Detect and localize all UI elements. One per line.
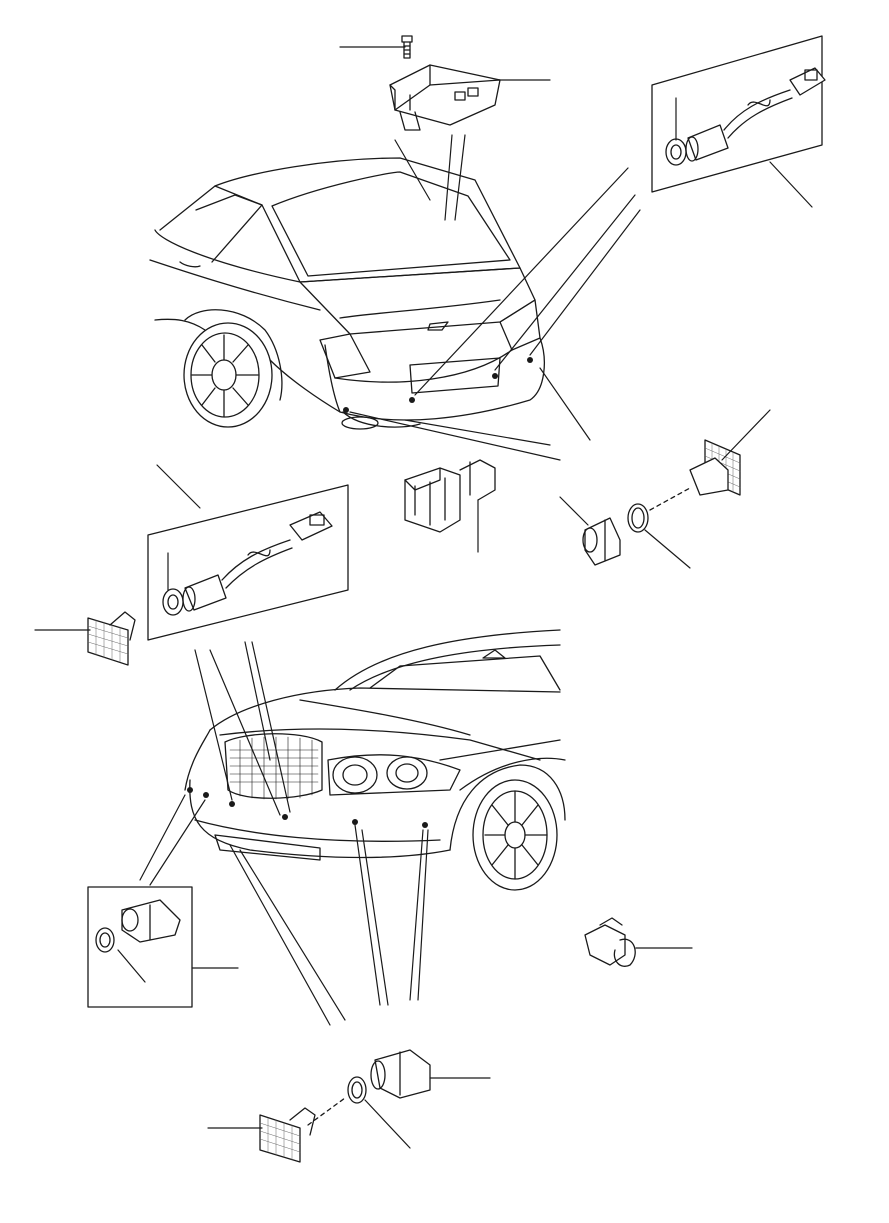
ultrasonic-sensor-icon — [370, 1049, 431, 1099]
front-vehicle-illustration — [184, 629, 566, 891]
parking-aid-control-module-icon — [389, 64, 501, 131]
o-ring-icon — [627, 503, 649, 533]
bracket-icon — [404, 459, 496, 533]
sensor-with-harness-icon — [162, 511, 333, 616]
front-sensor-locations — [187, 787, 428, 828]
clip-icon — [584, 917, 636, 967]
rear-sensor-locations — [343, 357, 533, 413]
rear-vehicle-illustration — [149, 157, 545, 430]
ultrasonic-sensor-icon — [95, 899, 181, 953]
sensor-with-harness-icon — [665, 67, 826, 166]
assembly-line — [649, 487, 691, 511]
front-sensor-kit-frame — [87, 886, 193, 1008]
mesh-housing-icon — [689, 439, 741, 496]
callout-lines — [34, 46, 813, 1149]
mesh-housing-icon — [87, 611, 136, 666]
screw-icon — [401, 35, 413, 59]
rear-outer-sensor-kit-frame — [651, 35, 823, 193]
o-ring-icon — [347, 1076, 367, 1104]
assembly-line — [307, 1097, 346, 1126]
mesh-housing-icon — [259, 1107, 316, 1163]
rear-sensor-kit-frame — [147, 484, 349, 641]
ultrasonic-sensor-icon — [582, 517, 621, 566]
